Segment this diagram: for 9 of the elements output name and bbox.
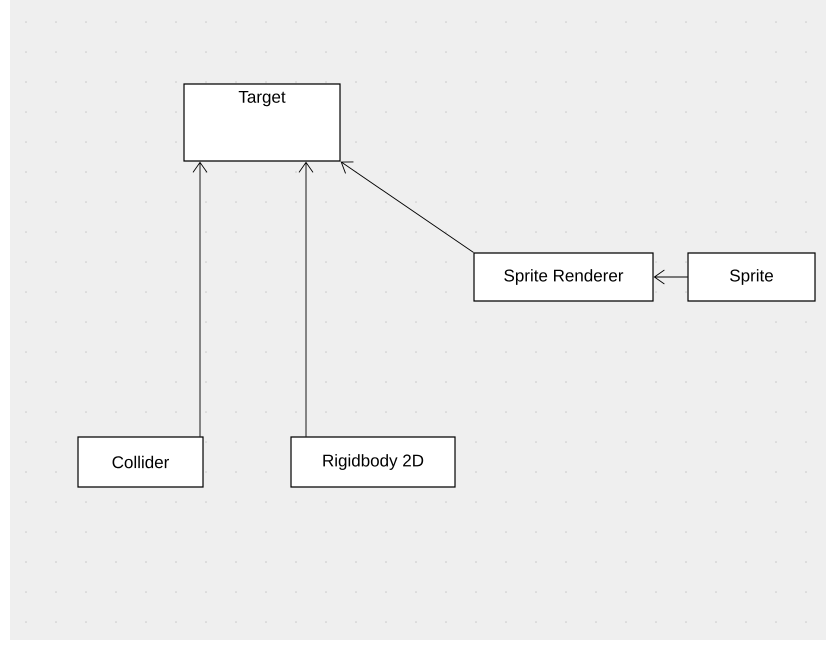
arrow — [298, 162, 314, 437]
class-box: Sprite — [687, 252, 816, 302]
class-box: Collider — [77, 436, 204, 488]
arrow — [654, 270, 688, 284]
class-box: Rigidbody 2D — [290, 436, 456, 488]
arrow — [340, 161, 474, 253]
class-box: Sprite Renderer — [473, 252, 654, 302]
arrow — [192, 162, 208, 437]
class-box: Target — [183, 83, 341, 162]
